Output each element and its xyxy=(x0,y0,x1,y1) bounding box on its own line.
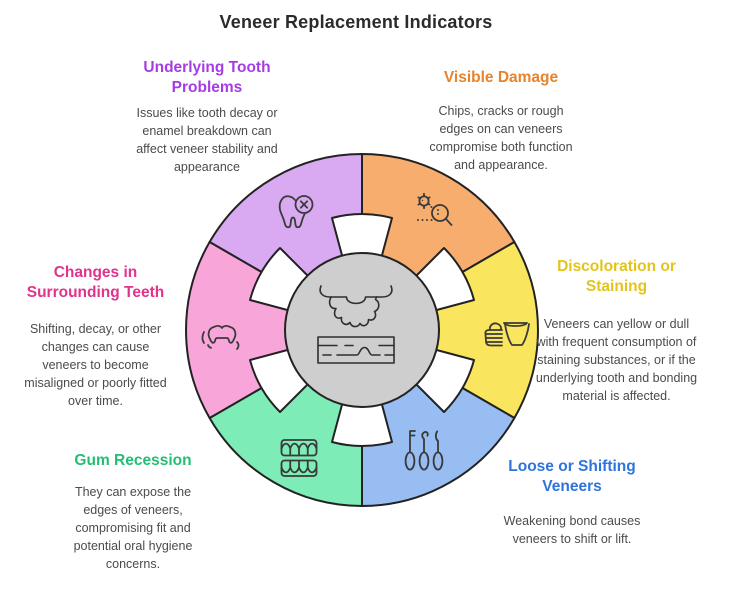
magnifier-lens xyxy=(431,204,449,222)
section-discoloration-or-staining: Discoloration or Staining Veneers can ye… xyxy=(514,257,719,405)
section-heading: Changes in Surrounding Teeth xyxy=(26,264,165,302)
finger-lines xyxy=(485,333,503,343)
segment-changes-in-surrounding-teeth xyxy=(185,241,296,419)
center-hub xyxy=(284,252,440,408)
veneer-layer-box xyxy=(317,336,395,364)
curve-tip xyxy=(434,430,439,454)
shifting-tooth-icon xyxy=(201,325,240,350)
section-body: Veneers can yellow or dull with frequent… xyxy=(535,317,698,404)
cup-body xyxy=(504,323,530,346)
segment-discoloration-or-staining xyxy=(428,241,539,419)
upper-teeth xyxy=(280,442,318,457)
germ-dot xyxy=(430,206,433,208)
x-mark xyxy=(299,200,309,209)
dental-tools-icon xyxy=(404,430,444,471)
section-heading: Visible Damage xyxy=(443,69,559,86)
section-heading: Discoloration or Staining xyxy=(557,258,676,296)
dentures-icon xyxy=(280,439,318,477)
hook-tip xyxy=(421,431,429,454)
magnifier-handle xyxy=(444,217,453,226)
section-changes-in-surrounding-teeth: Changes in Surrounding Teeth Shifting, d… xyxy=(3,263,188,410)
decay-blob xyxy=(328,296,380,328)
tooth-decay-x-icon xyxy=(278,195,314,229)
molar-outline xyxy=(207,325,237,344)
germ-magnifier-icon xyxy=(417,192,453,226)
section-underlying-tooth-problems: Underlying Tooth Problems Issues like to… xyxy=(102,58,312,176)
thumb xyxy=(488,322,503,331)
motion-lines xyxy=(201,331,240,350)
veneer-cross-section-icon xyxy=(317,285,395,364)
gum-line-bump xyxy=(322,346,395,356)
page-title: Veneer Replacement Indicators xyxy=(219,12,493,32)
section-heading: Gum Recession xyxy=(74,452,192,469)
segment-underlying-tooth-problems xyxy=(208,153,363,282)
tooth-top-bar xyxy=(319,285,393,305)
tooth-outline xyxy=(278,195,308,229)
section-heading: Loose or Shifting Veneers xyxy=(508,458,636,496)
germ-spikes xyxy=(417,192,431,210)
lower-teeth xyxy=(280,460,318,474)
hand-cup-icon xyxy=(484,322,530,347)
segment-visible-damage xyxy=(361,153,516,282)
section-body: Shifting, decay, or other changes can ca… xyxy=(24,322,167,409)
dotted-trail xyxy=(417,219,433,221)
section-visible-damage: Visible Damage Chips, cracks or rough ed… xyxy=(396,68,606,174)
germ-spot xyxy=(421,199,424,202)
section-heading: Underlying Tooth Problems xyxy=(143,59,271,97)
section-body: Chips, cracks or rough edges on can vene… xyxy=(429,104,573,173)
section-loose-or-shifting-veneers: Loose or Shifting Veneers Weakening bond… xyxy=(467,457,677,548)
section-body: Issues like tooth decay or enamel breakd… xyxy=(136,106,278,175)
probe-f-tip xyxy=(409,430,416,454)
section-gum-recession: Gum Recession They can expose the edges … xyxy=(33,451,233,573)
section-body: They can expose the edges of veneers, co… xyxy=(73,485,193,572)
segment-icons xyxy=(201,192,530,477)
magnifier-face-dots xyxy=(437,209,439,215)
section-body: Weakening bond causes veneers to shift o… xyxy=(503,514,641,547)
